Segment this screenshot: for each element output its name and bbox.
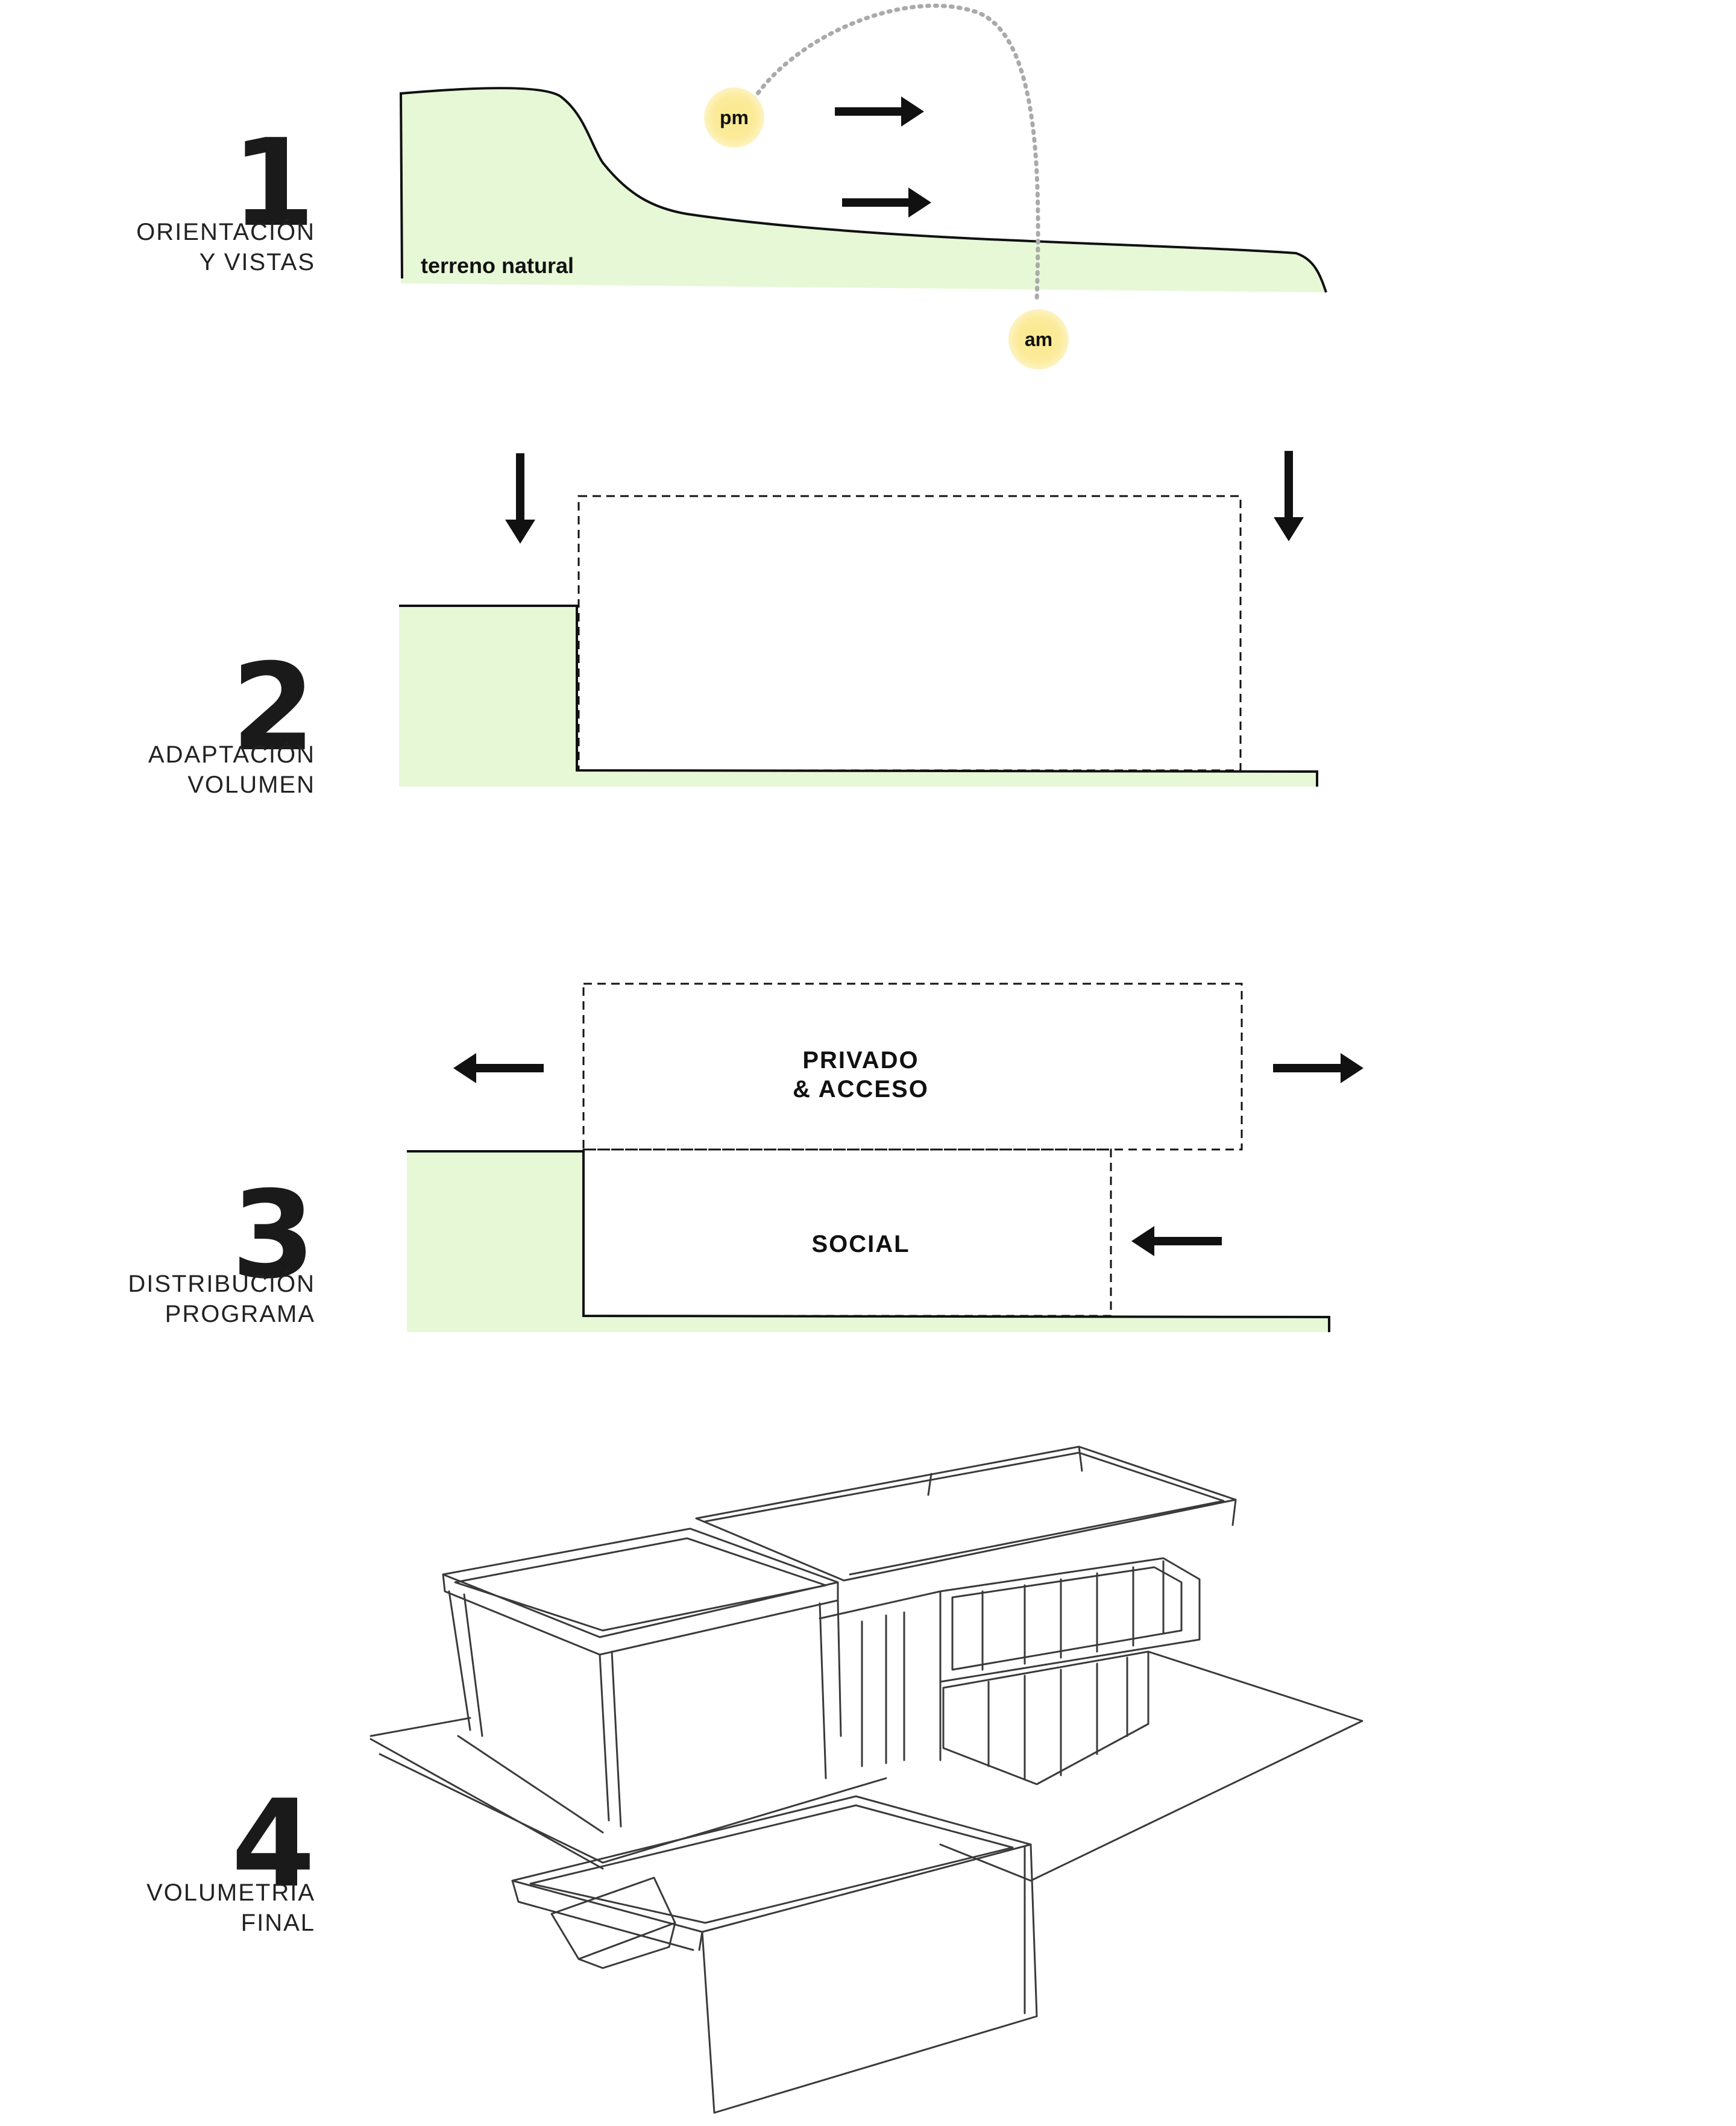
terrain-step-1 [401,88,1326,292]
social-volume-outline [582,1148,1112,1317]
sketch-left-roof-edge [442,1573,839,1656]
step-2-number: 2 [231,638,315,778]
sketch-base-block-inner [529,1804,1014,1924]
step-1-label-line1: ORIENTACIÓN [136,219,315,245]
sun-am-icon: am [1008,309,1069,370]
sketch-upper-cap [927,1445,1237,1526]
sketch-terrace-right [939,1650,1363,1882]
private-volume-outline [582,983,1243,1151]
terrain-step-3 [407,1151,1329,1332]
sketch-lower-mullions [987,1656,1128,1779]
step-1-diagram: terreno natural pm am [399,4,1327,370]
building-volume-outline [577,495,1242,772]
sketch-right-upper [939,1557,1201,1683]
sketch-entry-slab [550,1876,676,1969]
step-3-label-line1: DISTRIBUCIÓN [128,1271,315,1297]
step-1-number: 1 [231,113,315,254]
step-3-number: 3 [231,1165,315,1306]
step-2-label: ADAPTACIÓN VOLUMEN [148,740,315,800]
step-1-label: ORIENTACIÓN Y VISTAS [136,217,315,277]
step-2-diagram [399,451,1318,787]
private-volume-label-line2: & ACCESO [793,1076,929,1102]
arrow-right-icon [1273,1053,1363,1083]
sun-pm-label: pm [720,107,749,128]
sketch-base-block-front [511,1879,703,1951]
sketch-right-upper-inner [951,1566,1183,1671]
arrow-right-icon [835,96,924,127]
sketch-base-block-walls [701,1843,1038,2114]
arrow-down-icon [505,453,535,544]
arrow-left-icon [453,1053,544,1083]
sketch-left-roof-inner [454,1537,827,1632]
private-volume-label-line1: PRIVADO [802,1047,919,1074]
step-4-label-line2: FINAL [241,1910,315,1936]
sun-path-arc [751,4,1040,304]
sun-pm-icon: pm [704,87,764,148]
sketch-left-box-walls [448,1590,622,1834]
sketch-base-block-top [511,1795,1032,1933]
final-volume-sketch [370,1445,1363,2114]
sketch-left-roof [442,1527,839,1638]
arrow-right-icon [842,187,931,218]
terrain-label: terreno natural [421,253,574,278]
social-volume-label: SOCIAL [811,1231,910,1257]
arrow-down-icon [1274,451,1304,541]
step-4-label: VOLUMETRIA FINAL [146,1878,315,1938]
sketch-balcony-mullions [981,1560,1165,1671]
step-4-label-line1: VOLUMETRIA [146,1879,315,1906]
step-2-label-line1: ADAPTACIÓN [148,741,315,768]
sketch-right-lower [942,1650,1149,1785]
step-1-label-line2: Y VISTAS [199,249,315,275]
step-3-diagram: PRIVADO & ACCESO SOCIAL [407,983,1363,1332]
step-2-label-line2: VOLUMEN [187,772,315,798]
terrain-section-line [399,605,1318,787]
terrain-profile-line [399,87,1327,293]
step-3-label-line2: PROGRAMA [165,1301,315,1327]
sun-am-label: am [1025,329,1052,350]
sketch-ground-line [370,1738,604,1870]
terrain-step-2 [399,606,1317,787]
arrow-left-icon [1131,1226,1222,1256]
step-3-label: DISTRIBUCIÓN PROGRAMA [128,1269,315,1329]
sketch-left-box-front [819,1599,842,1779]
sketch-terrace-left [370,1717,887,1864]
step-4-number: 4 [231,1774,315,1914]
sketch-upper-roof-inner [704,1451,1225,1576]
